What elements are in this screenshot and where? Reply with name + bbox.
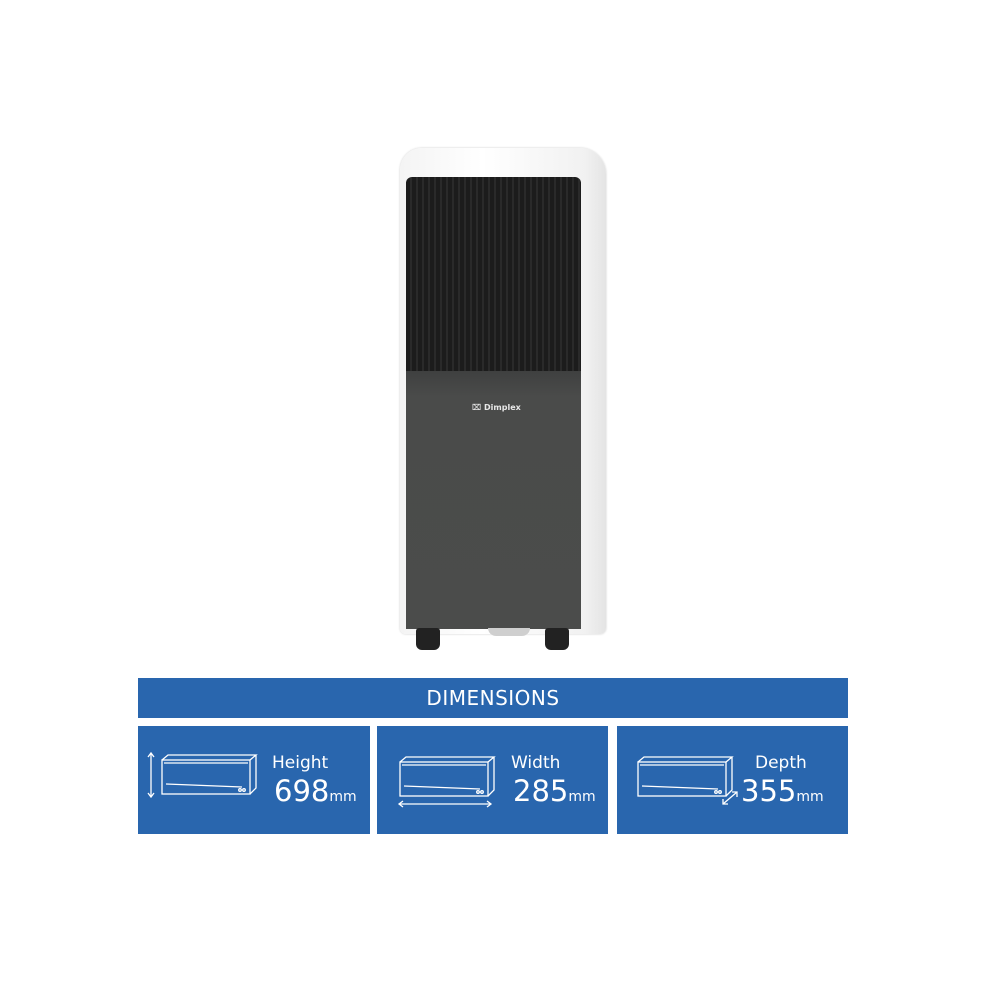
height-arrow-ac-icon [147,751,258,799]
depth-unit: mm [796,789,824,805]
wheel-left [416,628,440,650]
width-number: 285 [513,774,569,808]
depth-arrow-ac-icon [637,756,738,805]
height-label: Height [272,753,329,773]
width-arrow-ac-icon [397,756,496,808]
wheel-right [545,628,569,650]
height-card: Height 698mm [138,726,370,834]
brand-logo-text: Dimplex [484,403,521,412]
depth-value: 355mm [741,774,824,808]
height-value: 698mm [274,774,357,808]
air-grille [406,177,581,371]
width-unit: mm [568,789,596,805]
brand-logo: ⌧ Dimplex [472,403,521,412]
width-card: Width 285mm [377,726,608,834]
duct-outlet [488,628,530,636]
depth-number: 355 [741,774,797,808]
dimensions-banner: DIMENSIONS [138,678,848,718]
width-value: 285mm [513,774,596,808]
height-unit: mm [329,789,357,805]
depth-label: Depth [755,753,807,773]
width-label: Width [511,753,561,773]
dimensions-title: DIMENSIONS [426,686,560,710]
front-panel [406,371,581,629]
depth-card: Depth 355mm [617,726,848,834]
height-number: 698 [274,774,330,808]
